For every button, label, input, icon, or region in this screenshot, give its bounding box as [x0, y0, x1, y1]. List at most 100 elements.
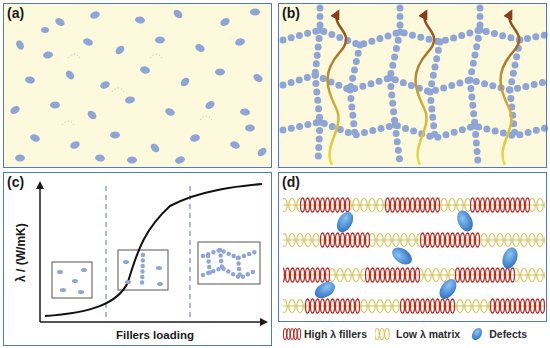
filler-network: [430, 92, 435, 138]
spring-row: [420, 232, 480, 248]
inset-chains: [220, 250, 222, 268]
spring-row: [283, 298, 305, 314]
dispersed-fillers: [110, 132, 120, 139]
inset-fillers: [78, 290, 84, 294]
heat-flow-arrows: [328, 12, 520, 165]
phonon-scatter-marks: [200, 116, 212, 120]
spring-row: [480, 232, 545, 248]
spring-row: [455, 267, 515, 283]
spring-row: [305, 298, 360, 314]
inset-fillers: [125, 280, 131, 284]
inset-chains: [208, 256, 210, 274]
spring-sample: [375, 329, 389, 340]
inset-fillers: [157, 282, 163, 286]
dispersed-fillers: [194, 42, 206, 53]
dispersed-fillers: [24, 76, 35, 85]
dispersed-fillers: [174, 155, 186, 165]
chart-axes: [40, 183, 266, 322]
dispersed-fillers: [9, 8, 268, 165]
panel-frame: (b): [278, 3, 547, 168]
spring-row: [283, 232, 545, 248]
spring-row: [283, 197, 545, 213]
legend-swatch: [283, 327, 301, 341]
legend-swatch: [375, 327, 393, 341]
dispersed-fillers: [179, 76, 191, 88]
dispersed-fillers: [155, 37, 165, 44]
dispersed-fillers: [50, 102, 60, 109]
inset-fillers: [57, 260, 163, 294]
spring-row: [385, 197, 440, 213]
inset-chains: [142, 255, 143, 286]
defects: [500, 245, 521, 270]
inset-fillers: [123, 260, 129, 264]
dispersed-fillers: [252, 72, 264, 83]
defects: [333, 209, 356, 235]
spring-sample: [283, 329, 300, 340]
dispersed-fillers: [172, 8, 184, 20]
spring-row: [400, 298, 455, 314]
phonon-scatter-marks: [68, 54, 80, 58]
spring-row: [320, 232, 370, 248]
spring-loop: [294, 329, 297, 340]
dispersed-fillers: [189, 133, 200, 142]
spring-row: [365, 267, 420, 283]
spring-loop: [287, 329, 290, 340]
legend-text: Defects: [489, 328, 527, 340]
filler-network: [315, 75, 320, 122]
spring-row: [530, 197, 545, 213]
heat-flow-arrows: [501, 12, 520, 165]
defect-sample: [470, 327, 484, 341]
panel-frame: (a): [3, 3, 272, 168]
panel-label: (a): [5, 5, 26, 21]
inset-boxes: [118, 250, 168, 290]
defects: [436, 276, 460, 302]
dispersed-fillers: [134, 16, 145, 25]
dispersed-fillers: [29, 133, 41, 143]
dispersed-fillers: [229, 140, 241, 150]
dispersed-fillers: [9, 104, 21, 115]
legend-item: Defects: [468, 327, 527, 341]
axis-title-x: Fillers loading: [114, 329, 196, 342]
threshold-lines: [105, 186, 106, 321]
inset-chains: [238, 258, 240, 278]
phonon-scatter-marks: [150, 54, 162, 58]
dispersed-fillers: [114, 44, 126, 56]
filler-network: [470, 30, 480, 80]
dispersed-fillers: [94, 154, 105, 163]
filler-network: [350, 90, 355, 135]
phonon-scatter-marks: [62, 54, 212, 125]
dispersed-fillers: [139, 65, 150, 74]
filler-network: [397, 8, 404, 32]
spring-loop: [283, 329, 286, 340]
inset-fillers: [81, 268, 87, 272]
filler-network: [390, 32, 400, 78]
spring-row: [370, 232, 420, 248]
panel-label: (c): [5, 174, 26, 190]
phonon-scatter-marks: [62, 121, 74, 125]
chart-axes: [40, 321, 266, 323]
spring-row: [283, 267, 330, 283]
dispersed-fillers: [239, 108, 250, 117]
axis-title-y: λ / (W/mK): [14, 221, 27, 284]
filler-network: [390, 78, 395, 125]
legend-swatch: [468, 327, 486, 341]
dispersed-fillers: [204, 99, 216, 110]
dispersed-fillers: [215, 69, 225, 76]
spring-row: [283, 232, 320, 248]
dispersed-fillers: [124, 96, 135, 105]
dispersed-fillers: [69, 140, 81, 151]
inset-fillers: [57, 270, 63, 274]
heat-flow-arrows: [416, 12, 435, 165]
spring-row: [470, 197, 530, 213]
threshold-lines: [106, 186, 190, 321]
legend: High λ fillersLow λ matrixDefects: [283, 327, 527, 341]
inset-chains: [142, 250, 255, 286]
dispersed-fillers: [219, 16, 231, 27]
conductivity-curve: [45, 184, 262, 316]
filler-network: [350, 45, 360, 90]
filler-network: [395, 125, 400, 163]
legend-text: Low λ matrix: [396, 328, 460, 340]
inset-fillers: [156, 266, 162, 270]
phonon-scatter-marks: [112, 88, 124, 92]
